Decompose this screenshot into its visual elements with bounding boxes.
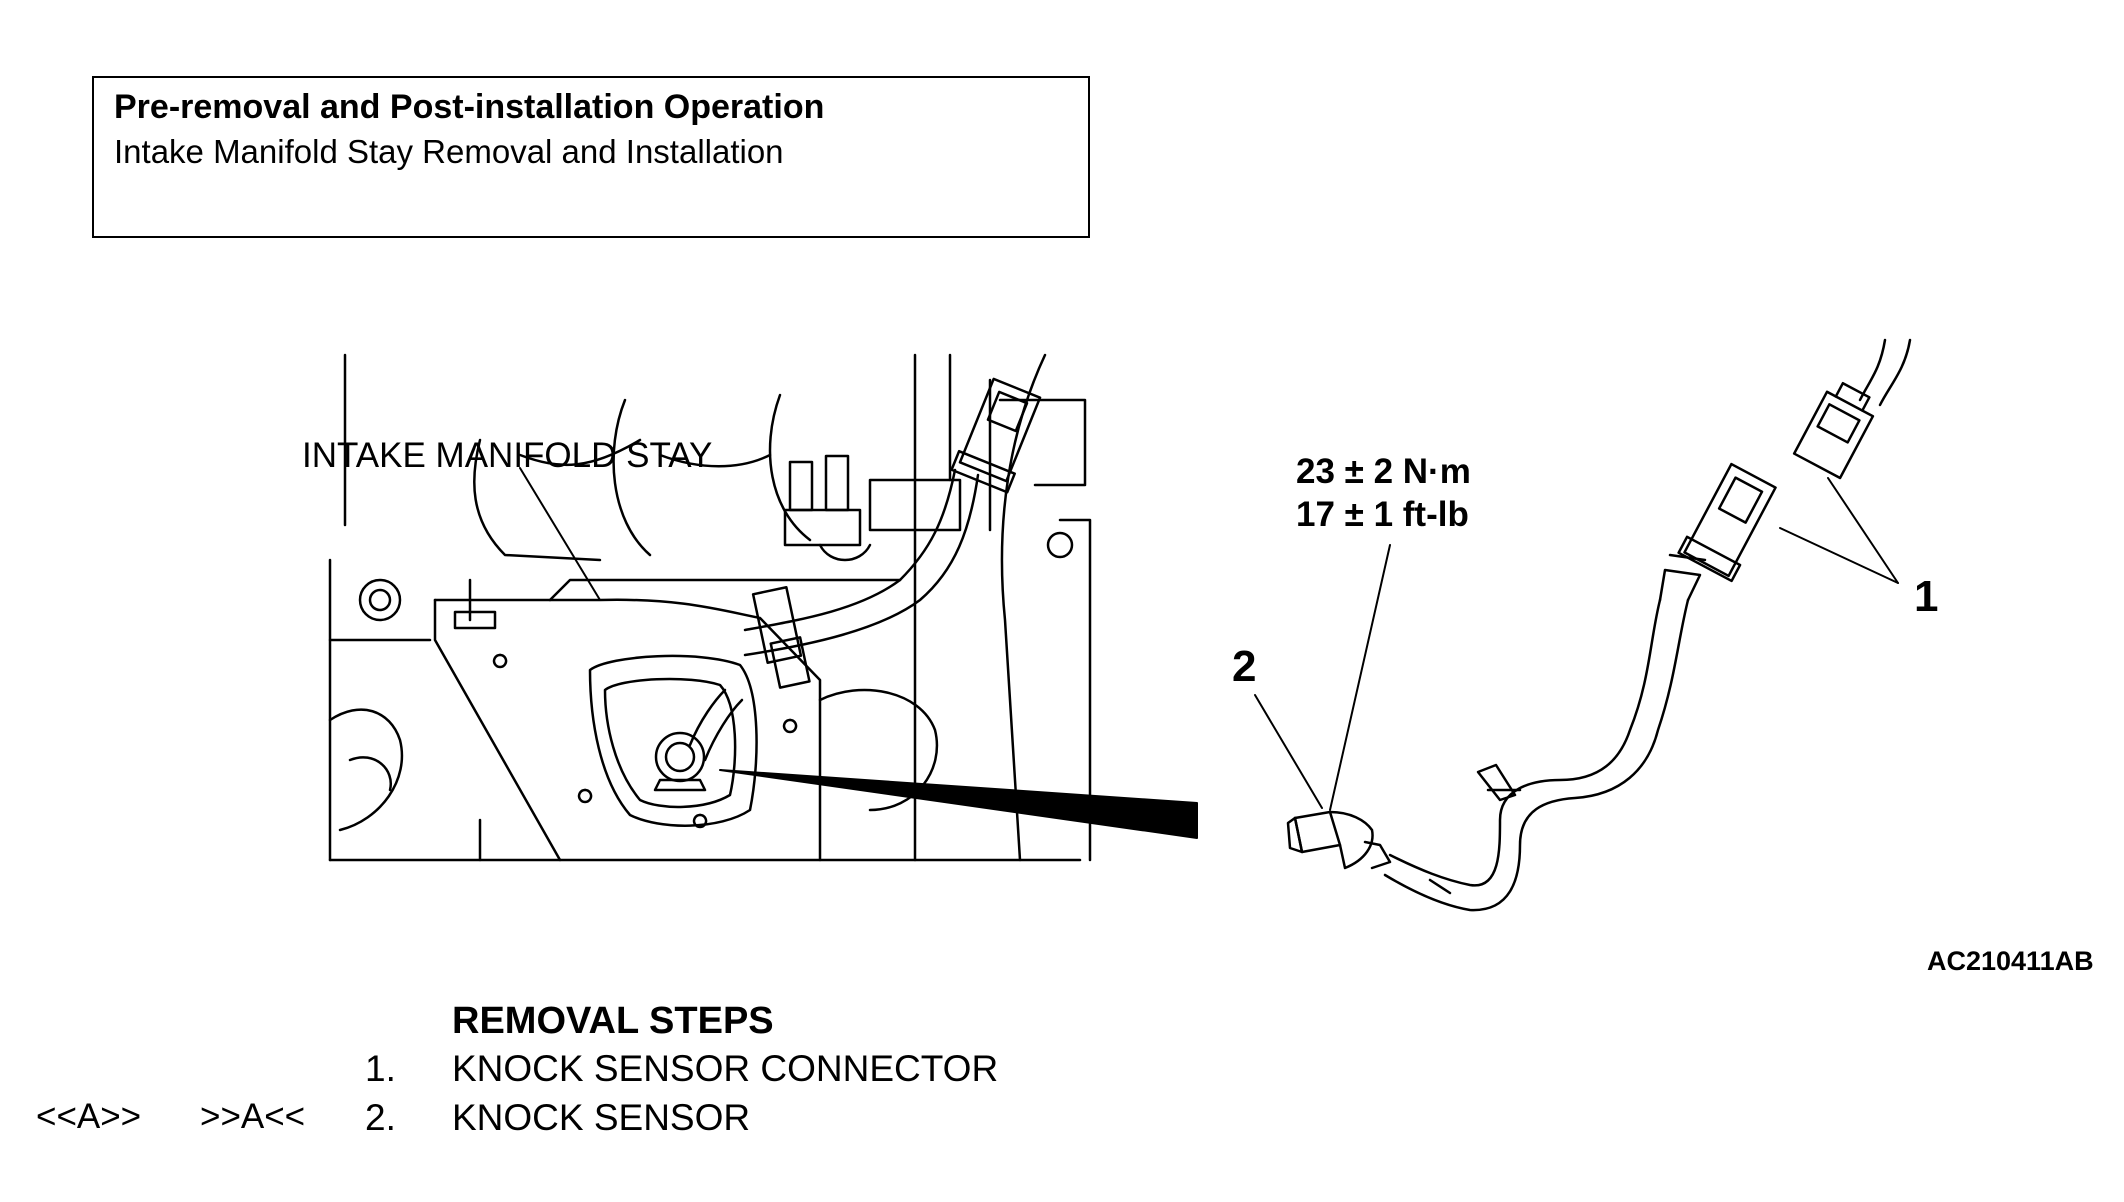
removal-steps-heading: REMOVAL STEPS bbox=[452, 1000, 774, 1042]
step-2-number: 2. bbox=[365, 1097, 396, 1138]
step-1-number: 1. bbox=[365, 1048, 396, 1089]
part-2-callout: 2 bbox=[1232, 642, 1257, 691]
figure-code: AC210411AB bbox=[1927, 946, 2094, 976]
info-box-title: Pre-removal and Post-installation Operat… bbox=[114, 88, 825, 126]
step-2-removal-marker: <<A>> bbox=[36, 1097, 142, 1136]
step-2-text: KNOCK SENSOR bbox=[452, 1097, 751, 1138]
info-box: Pre-removal and Post-installation Operat… bbox=[92, 76, 1090, 238]
info-box-subtitle: Intake Manifold Stay Removal and Install… bbox=[114, 133, 784, 170]
step-1-text: KNOCK SENSOR CONNECTOR bbox=[452, 1048, 999, 1089]
detail-pointer-wedge bbox=[719, 769, 1198, 839]
knock-sensor-detail bbox=[1254, 338, 1912, 912]
torque-metric-label: 23 ± 2 N·m bbox=[1296, 452, 1471, 491]
step-2-install-marker: >>A<< bbox=[200, 1097, 306, 1136]
engine-block-drawing bbox=[328, 353, 1092, 862]
torque-imperial-label: 17 ± 1 ft-lb bbox=[1296, 495, 1469, 534]
intake-manifold-stay-label: INTAKE MANIFOLD STAY bbox=[302, 436, 713, 475]
part-1-callout: 1 bbox=[1914, 572, 1939, 621]
